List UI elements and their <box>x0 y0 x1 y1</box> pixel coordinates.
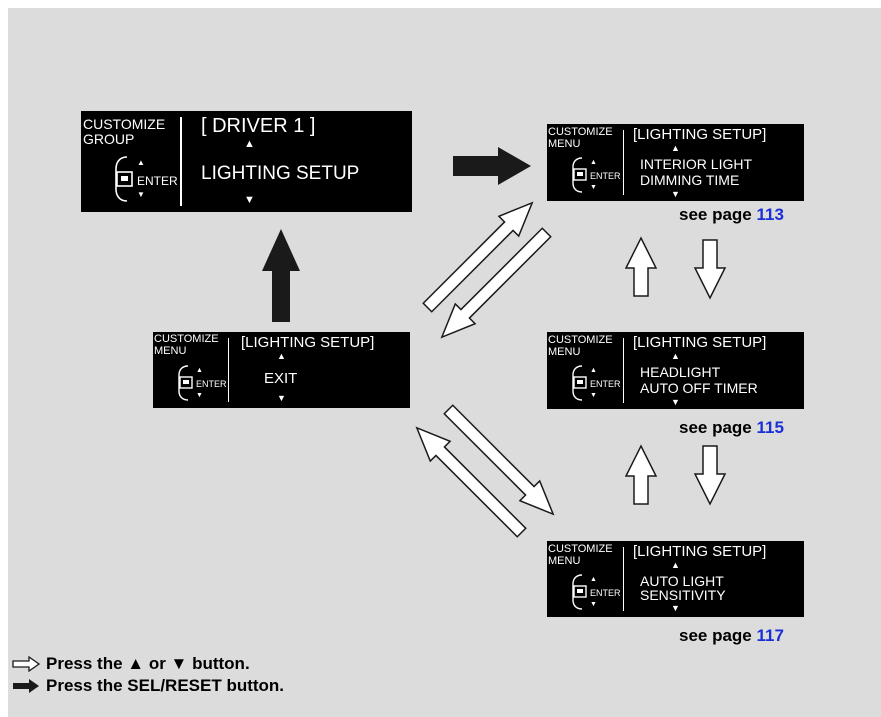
side-label-line1: CUSTOMIZE <box>548 543 613 555</box>
enter-control-icon: ▲ ▼ ENTER <box>177 364 233 404</box>
down-indicator: ▼ <box>671 603 680 613</box>
up-indicator: ▲ <box>671 351 680 361</box>
screen-side-label: CUSTOMIZE MENU <box>154 333 219 357</box>
up-indicator: ▲ <box>244 138 255 150</box>
enter-label: ENTER <box>196 379 227 389</box>
down-indicator: ▼ <box>244 194 255 206</box>
enter-control-icon: ▲ ▼ ENTER <box>571 364 627 404</box>
side-label-line2: MENU <box>548 137 581 150</box>
enter-control-icon: ▲ ▼ ENTER <box>571 156 627 196</box>
screen-auto-light: CUSTOMIZE MENU ▲ ▼ ENTER [LIGHTING SETUP… <box>547 541 804 617</box>
side-label-line2: GROUP <box>83 130 135 147</box>
enter-control-icon: ▲ ▼ ENTER <box>571 573 627 613</box>
outline-arrow-down <box>693 239 727 300</box>
outline-arrow-diagonal-up-right <box>422 201 534 313</box>
up-indicator: ▲ <box>277 351 286 361</box>
see-page-label: see page <box>679 626 752 645</box>
see-page-label: see page <box>679 418 752 437</box>
screen-item-line2: DIMMING TIME <box>640 172 740 188</box>
screen-title: [LIGHTING SETUP] <box>633 543 767 560</box>
enter-control-icon: ▲ ▼ ENTER <box>113 155 183 205</box>
enter-label: ENTER <box>137 174 178 188</box>
screen-side-label: CUSTOMIZE MENU <box>548 334 613 358</box>
outline-arrow-down <box>693 445 727 506</box>
screen-item-line1: INTERIOR LIGHT <box>640 156 753 172</box>
side-label-line1: CUSTOMIZE <box>548 334 613 346</box>
screen-item-line1: AUTO LIGHT <box>640 573 724 589</box>
enter-label: ENTER <box>590 171 621 181</box>
see-page-115: see page 115 <box>679 418 784 438</box>
outline-arrow-diagonal-up-left <box>415 426 527 538</box>
solid-arrow-right <box>453 147 531 185</box>
side-label-line2: MENU <box>548 345 581 358</box>
screen-item-line2: SENSITIVITY <box>640 587 726 603</box>
solid-arrow-up <box>262 229 300 322</box>
outline-arrow-up <box>624 444 658 505</box>
side-label-line2: MENU <box>548 554 581 567</box>
legend-solid-text: Press the SEL/RESET button. <box>46 676 285 695</box>
page-link-117[interactable]: 117 <box>756 626 784 645</box>
screen-item-line1: HEADLIGHT <box>640 364 721 380</box>
up-indicator: ▲ <box>671 560 680 570</box>
outline-arrow-diagonal-down-right <box>443 404 555 516</box>
screen-interior-light: CUSTOMIZE MENU ▲ ▼ ENTER [LIGHTING SETUP… <box>547 124 804 201</box>
screen-side-label: CUSTOMIZE GROUP <box>83 117 165 146</box>
legend-outline-text: Press the ▲ or ▼ button. <box>46 654 250 673</box>
up-indicator: ▲ <box>671 143 680 153</box>
screen-title: [LIGHTING SETUP] <box>241 334 375 351</box>
screen-exit: CUSTOMIZE MENU ▲ ▼ ENTER [LIGHTING SETUP… <box>153 332 410 408</box>
see-page-113: see page 113 <box>679 205 784 225</box>
side-label-line1: CUSTOMIZE <box>548 126 613 138</box>
outline-arrow-icon <box>12 656 40 672</box>
screen-driver1-lighting-setup: CUSTOMIZE GROUP ▲ ▼ ENTER [ DRIVER 1 ] ▲… <box>81 111 412 212</box>
side-label-line1: CUSTOMIZE <box>154 333 219 345</box>
screen-title: [LIGHTING SETUP] <box>633 126 767 143</box>
side-label-line1: CUSTOMIZE <box>83 116 166 132</box>
page-link-113[interactable]: 113 <box>756 205 784 224</box>
down-indicator: ▼ <box>671 397 680 407</box>
screen-item: EXIT <box>264 370 298 387</box>
screen-side-label: CUSTOMIZE MENU <box>548 126 613 150</box>
down-indicator: ▼ <box>277 393 286 403</box>
screen-item: LIGHTING SETUP <box>201 163 360 184</box>
down-indicator: ▼ <box>671 189 680 199</box>
solid-arrow-icon <box>13 679 39 693</box>
screen-side-label: CUSTOMIZE MENU <box>548 543 613 567</box>
see-page-label: see page <box>679 205 752 224</box>
outline-arrow-up <box>624 236 658 297</box>
outline-arrow-diagonal-down-left <box>440 227 552 339</box>
screen-title: [ DRIVER 1 ] <box>201 115 316 137</box>
screen-item-line2: AUTO OFF TIMER <box>640 380 758 396</box>
screen-title: [LIGHTING SETUP] <box>633 334 767 351</box>
screen-headlight: CUSTOMIZE MENU ▲ ▼ ENTER [LIGHTING SETUP… <box>547 332 804 409</box>
enter-label: ENTER <box>590 379 621 389</box>
see-page-117: see page 117 <box>679 626 784 646</box>
page-link-115[interactable]: 115 <box>756 418 784 437</box>
enter-label: ENTER <box>590 588 621 598</box>
side-label-line2: MENU <box>154 344 187 357</box>
